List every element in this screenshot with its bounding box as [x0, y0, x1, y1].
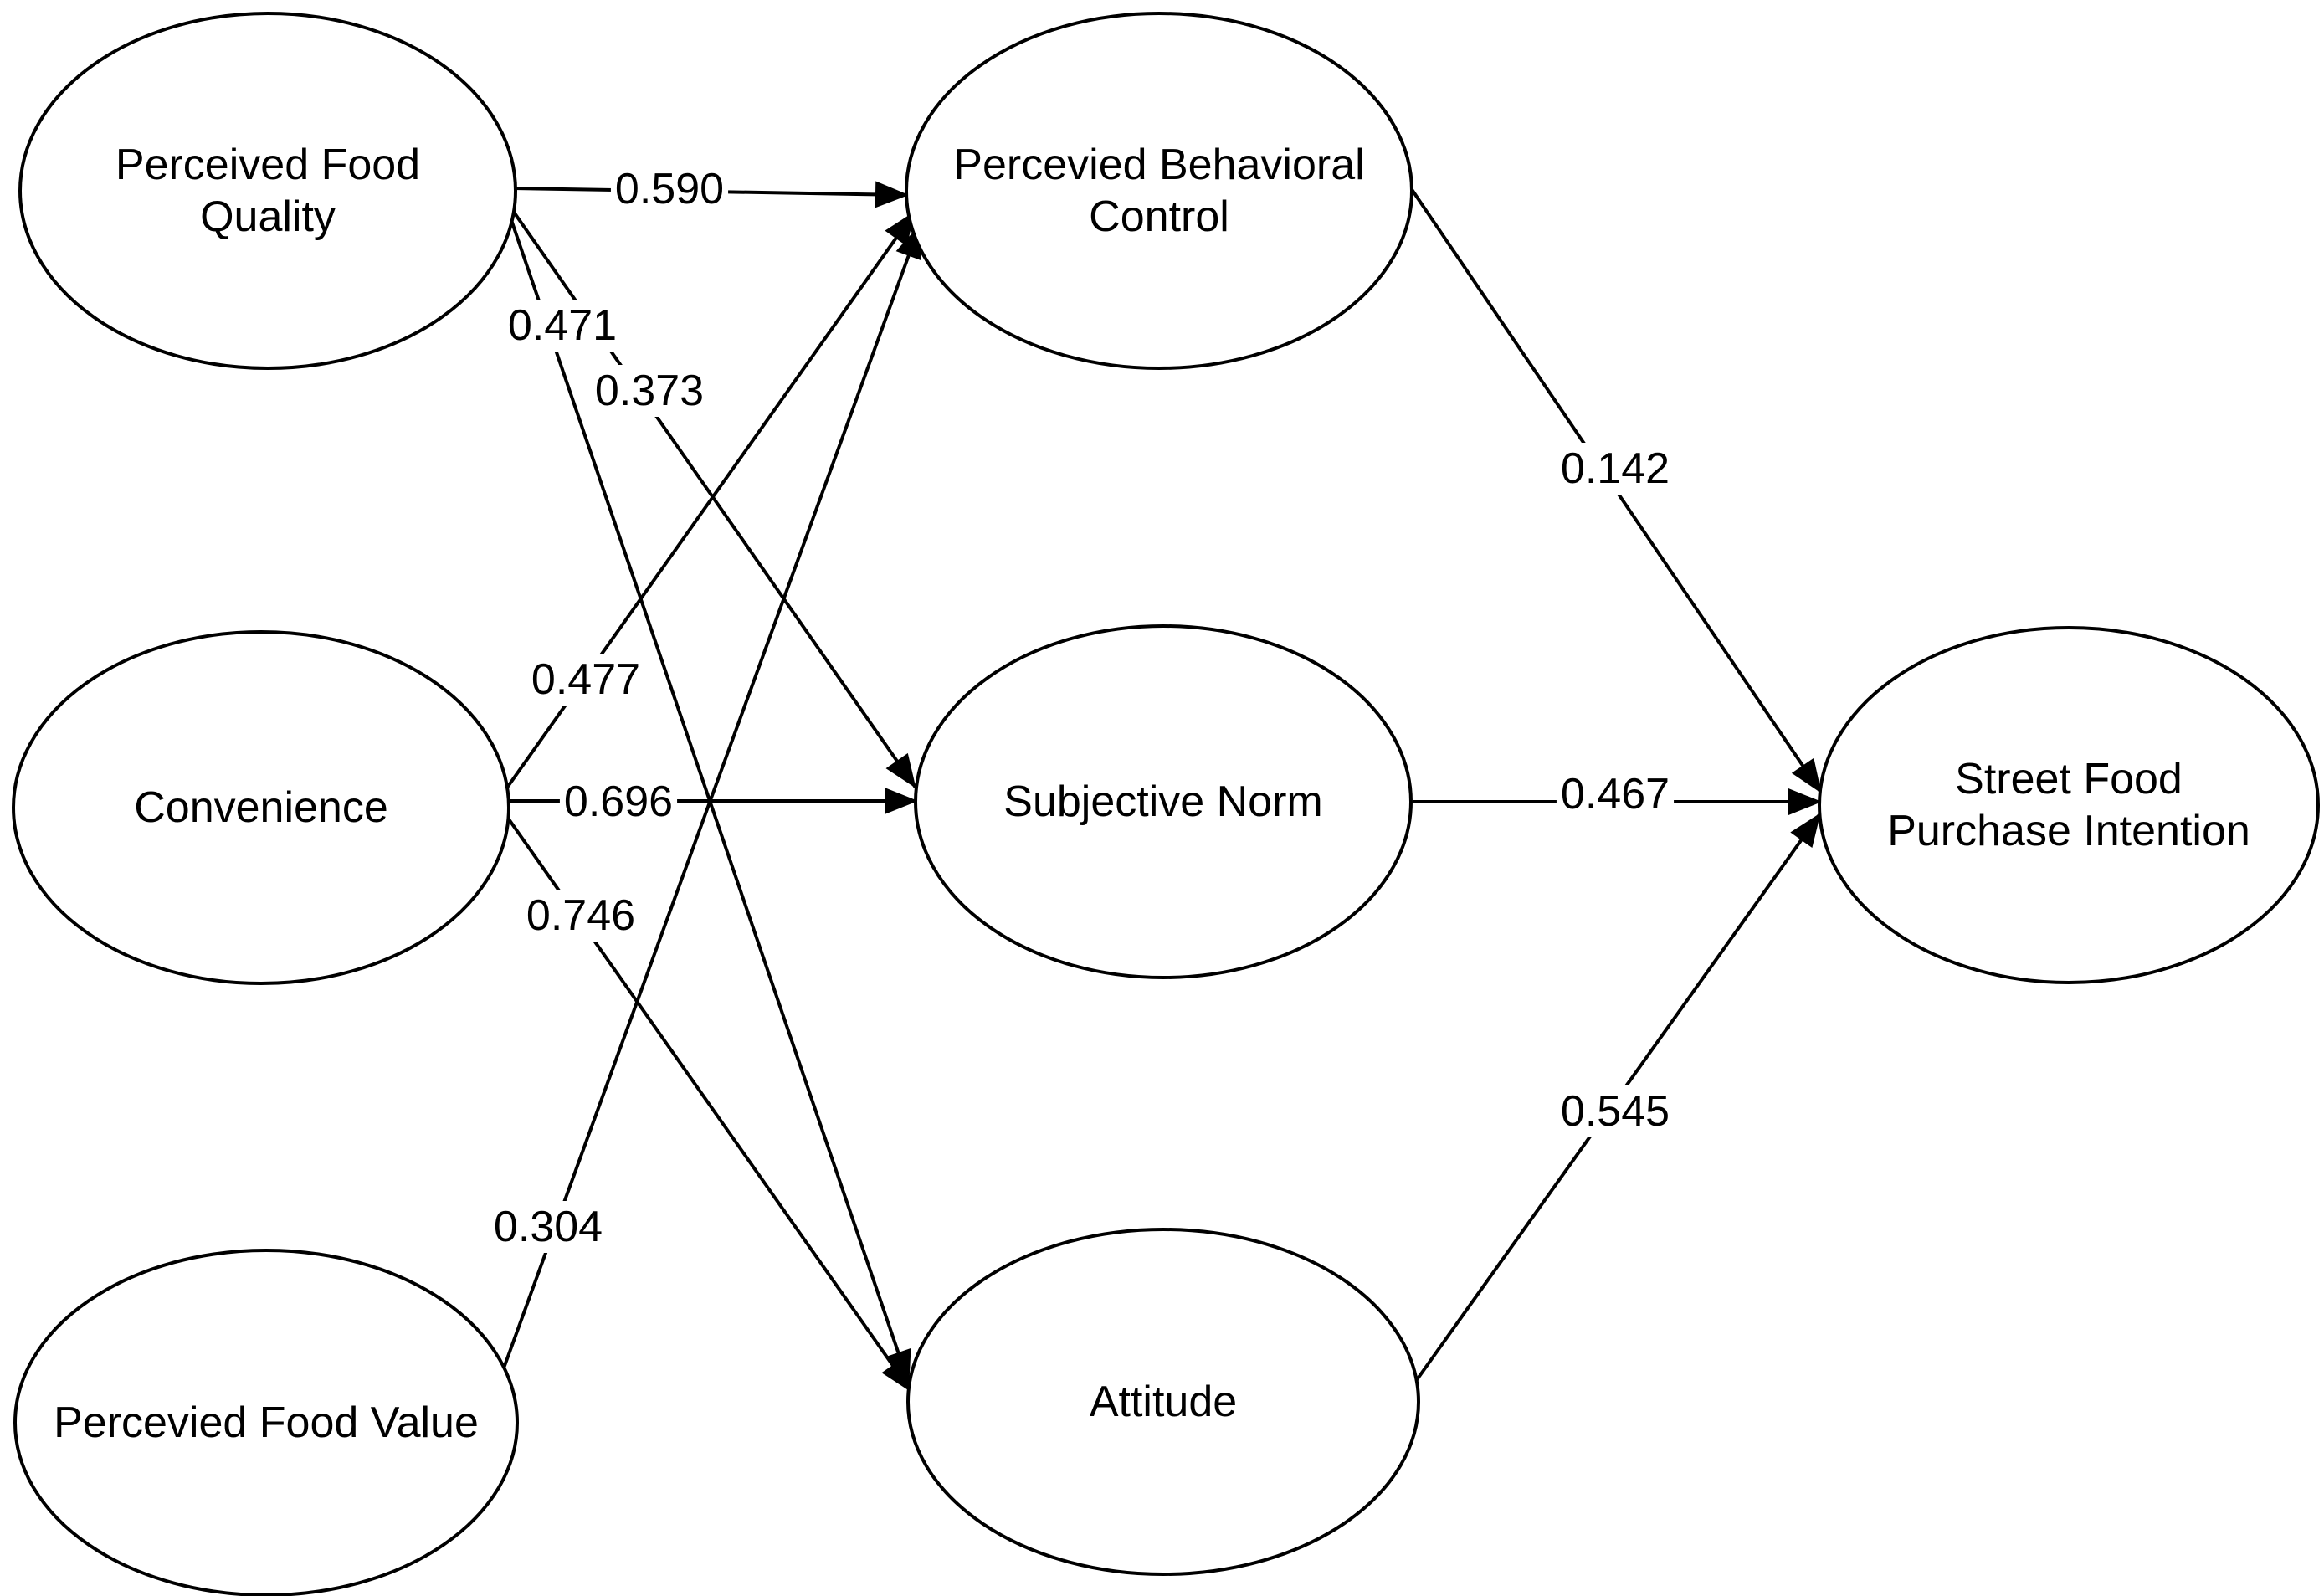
edge-conv-att-label: 0.746: [521, 890, 640, 942]
node-sn-ellipse: [914, 624, 1413, 979]
edge-pbc-sfpi-label: 0.142: [1556, 443, 1675, 495]
node-conv: Convenience: [12, 630, 510, 985]
edge-conv-pbc-label: 0.477: [526, 654, 645, 706]
node-sn: Subjective Norm: [914, 624, 1413, 979]
node-pfv-ellipse: [13, 1249, 519, 1596]
edge-label-background: [521, 890, 640, 942]
edge-pfq-pbc-label: 0.590: [610, 163, 729, 215]
edge-conv-sn-coefficient: 0.696: [564, 777, 673, 826]
edge-label-background: [610, 163, 729, 215]
edge-labels-layer: 0.590 0.373 0.471 0.477 0.696 0.746 0.304 0.142…: [489, 163, 1675, 1253]
edge-sn-sfpi-label: 0.467: [1556, 768, 1675, 820]
edge-pbc-sfpi-coefficient: 0.142: [1561, 444, 1670, 493]
node-att-ellipse: [906, 1228, 1420, 1576]
edge-att-sfpi-coefficient: 0.545: [1561, 1087, 1670, 1136]
edge-pfq-pbc-coefficient: 0.590: [615, 165, 724, 213]
edge-label-background: [1556, 1085, 1675, 1137]
node-pfv-label: Percevied Food Value: [54, 1398, 479, 1447]
edge-label-background: [503, 300, 622, 352]
edge-conv-pbc-coefficient: 0.477: [531, 655, 640, 704]
edge-sn-sfpi-coefficient: 0.467: [1561, 770, 1670, 819]
node-pfq-ellipse: [18, 12, 517, 370]
edge-pfq-sn-coefficient: 0.373: [595, 367, 704, 415]
edge-pfv-pbc-label: 0.304: [489, 1201, 608, 1253]
edge-pfq-att-coefficient: 0.471: [508, 301, 617, 350]
edge-label-background: [1556, 768, 1675, 820]
edge-conv-att-coefficient: 0.746: [526, 891, 635, 940]
edge-label-background: [526, 654, 645, 706]
edge-pfq-sn-label: 0.373: [590, 365, 709, 417]
edge-pfq-att-label: 0.471: [503, 300, 622, 352]
edge-label-background: [590, 365, 709, 417]
edge-label-background: [1556, 443, 1675, 495]
node-sn-label: Subjective Norm: [1003, 777, 1322, 826]
node-sfpi-ellipse: [1818, 626, 2320, 984]
node-conv-ellipse: [12, 630, 510, 985]
node-att-label: Attitude: [1090, 1378, 1237, 1426]
edge-pfv-pbc-coefficient: 0.304: [494, 1203, 603, 1251]
edge-label-background: [559, 776, 678, 828]
node-conv-label: Convenience: [134, 783, 388, 832]
node-pfv: Percevied Food Value: [13, 1249, 519, 1596]
node-pbc-ellipse: [905, 12, 1413, 370]
edge-att-sfpi-label: 0.545: [1556, 1085, 1675, 1137]
edge-conv-sn-label: 0.696: [559, 776, 678, 828]
edge-pfv-pbc-arrow: [500, 224, 921, 1373]
edge-label-background: [489, 1201, 608, 1253]
node-att: Attitude: [906, 1228, 1420, 1576]
